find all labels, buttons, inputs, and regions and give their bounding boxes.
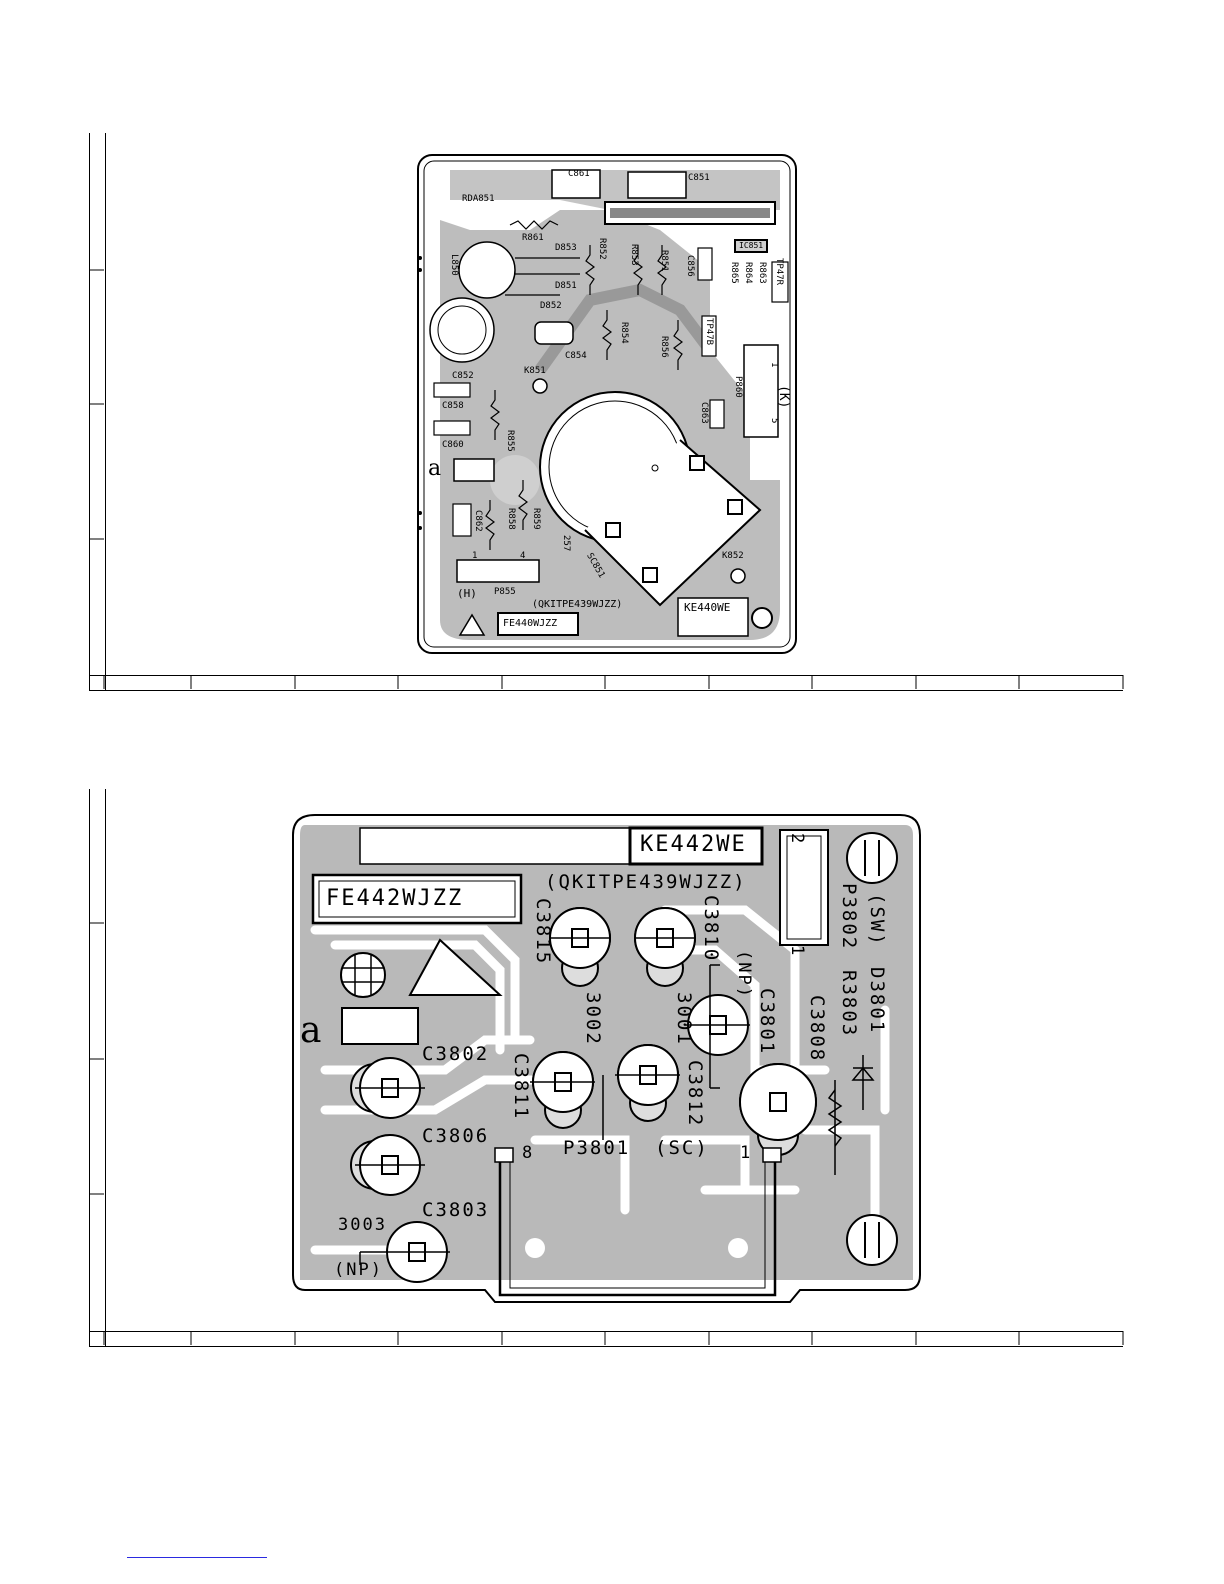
label-sc: (SC) [655, 1137, 709, 1159]
label-l850: L850 [449, 254, 459, 276]
label-c3801: C3801 [756, 988, 778, 1056]
label-k852: K852 [722, 551, 744, 561]
label-pin1b: 1 [787, 945, 807, 958]
frame-bottom-left-rail [89, 789, 106, 1346]
label-3001: 3001 [673, 992, 695, 1046]
label-qkit-top: (QKITPE439WJZZ) [532, 599, 623, 610]
marker-a-top: a [428, 456, 442, 481]
label-3003: 3003 [338, 1215, 387, 1235]
label-fe442: FE442WJZZ [326, 886, 464, 911]
label-d3801: D3801 [866, 967, 888, 1035]
label-r859: R859 [531, 508, 541, 530]
label-r852: R852 [597, 238, 607, 260]
label-np2: (NP) [334, 1260, 383, 1280]
label-d851: D851 [555, 281, 577, 291]
label-p860: P860 [733, 376, 743, 398]
frame-bottom-bottom-rail [89, 1331, 1123, 1347]
label-c3810: C3810 [700, 895, 722, 963]
label-c851: C851 [688, 173, 710, 183]
label-d852: D852 [540, 301, 562, 311]
label-pin2: 2 [787, 833, 807, 846]
marker-a-bottom: a [300, 1010, 322, 1051]
label-r851: R851 [659, 250, 669, 272]
label-c3815: C3815 [532, 898, 554, 966]
label-3002: 3002 [582, 992, 604, 1046]
label-pin8: 8 [522, 1143, 535, 1163]
label-pin1k: 1 [769, 362, 779, 368]
label-tp47r: TP47R [774, 258, 784, 286]
label-p3801: P3801 [563, 1137, 631, 1159]
label-p3802: P3802 [838, 883, 860, 951]
label-r856: R856 [659, 336, 669, 358]
label-c3806: C3806 [422, 1125, 490, 1147]
label-r864: R864 [743, 262, 753, 284]
pcb-top-board [417, 154, 797, 654]
label-c3802: C3802 [422, 1043, 490, 1065]
label-tp47b: TP47B [704, 318, 714, 346]
footer-link-underline [127, 1557, 267, 1558]
label-ke442: KE442WE [640, 832, 747, 857]
label-pin1: 1 [472, 551, 478, 561]
label-r3803: R3803 [838, 970, 860, 1038]
label-p855: P855 [494, 587, 516, 597]
label-c860: C860 [442, 440, 464, 450]
label-k: (K) [776, 385, 791, 409]
label-c861: C861 [568, 169, 590, 179]
frame-top-bottom-rail [89, 675, 1123, 691]
label-k851: K851 [524, 366, 546, 376]
label-257: 257 [561, 535, 571, 552]
label-c3812: C3812 [684, 1060, 706, 1128]
label-c862: C862 [473, 510, 483, 532]
label-c863: C863 [699, 402, 709, 424]
label-d853: D853 [555, 243, 577, 253]
label-c856: C856 [685, 255, 695, 277]
label-r858: R858 [506, 508, 516, 530]
label-r861: R861 [522, 233, 544, 243]
label-ke440: KE440WE [684, 601, 731, 614]
label-r865: R865 [729, 262, 739, 284]
label-rda851: RDA851 [462, 194, 495, 204]
label-c3803: C3803 [422, 1199, 490, 1221]
frame-top-left-rail [89, 133, 106, 690]
label-r854: R854 [619, 322, 629, 344]
label-c3808: C3808 [806, 995, 828, 1063]
frame-bottom-ticks [89, 922, 1124, 1345]
label-ic851: IC851 [734, 239, 769, 253]
label-c3811: C3811 [510, 1053, 532, 1121]
frame-top-ticks [89, 269, 1124, 689]
label-fe440: FE440WJZZ [503, 618, 558, 629]
label-c854: C854 [565, 351, 587, 361]
label-sw: (SW) [866, 893, 888, 947]
label-pin5k: 5 [769, 418, 779, 424]
label-np1: (NP) [734, 950, 754, 999]
label-c858: C858 [442, 401, 464, 411]
pcb-bottom-board [292, 814, 921, 1303]
label-qkit-bottom: (QKITPE439WJZZ) [545, 871, 747, 893]
label-c852: C852 [452, 371, 474, 381]
label-pin1: 1 [740, 1143, 753, 1163]
label-r855: R855 [505, 430, 515, 452]
label-r863: R863 [757, 262, 767, 284]
label-r853: R853 [629, 244, 639, 266]
label-h: (H) [457, 587, 477, 600]
label-pin4: 4 [520, 551, 526, 561]
